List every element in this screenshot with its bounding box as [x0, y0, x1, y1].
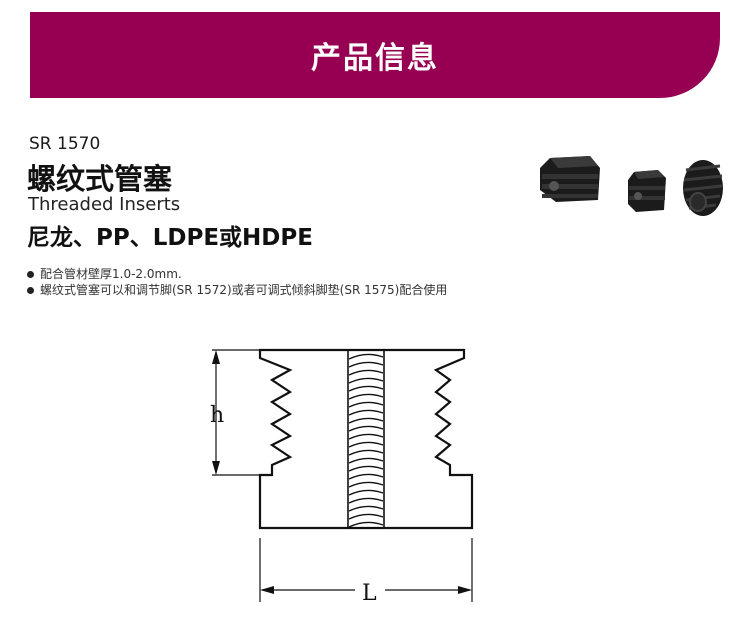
bullet-icon [27, 286, 34, 294]
thread-line [348, 369, 384, 376]
thread-line [348, 409, 384, 416]
thread-line [348, 497, 384, 504]
product-code: SR 1570 [29, 134, 101, 154]
thread-line [348, 481, 384, 488]
thread-line [348, 457, 384, 464]
thread-line [348, 425, 384, 432]
thread-line [348, 521, 384, 528]
thread-line [348, 505, 384, 512]
thread-line [348, 401, 384, 408]
bullet-text: 螺纹式管塞可以和调节脚(SR 1572)或者可调式倾斜脚垫(SR 1575)配合… [40, 283, 448, 297]
thread-line [348, 465, 384, 472]
thread-core [347, 349, 385, 529]
header-banner: 产品信息 [30, 12, 720, 98]
technical-drawing: h L [210, 348, 474, 606]
thread-line [348, 353, 384, 360]
thread-line [348, 433, 384, 440]
thread-line [348, 377, 384, 384]
thread-line [348, 489, 384, 496]
h-label: h [210, 403, 224, 428]
thread-line [348, 385, 384, 392]
product-photo [540, 156, 723, 216]
product-name-en: Threaded Inserts [28, 194, 181, 215]
list-item: 螺纹式管塞可以和调节脚(SR 1572)或者可调式倾斜脚垫(SR 1575)配合… [27, 282, 447, 298]
product-name-cn: 螺纹式管塞 [27, 162, 173, 196]
thread-line [348, 361, 384, 368]
thread-line [348, 417, 384, 424]
small-insert-image [628, 170, 666, 212]
height-dimension: h [210, 349, 272, 476]
thread-line [348, 449, 384, 456]
feature-list: 配合管材壁厚1.0-2.0mm. 螺纹式管塞可以和调节脚(SR 1572)或者可… [27, 266, 447, 298]
insert-outline [258, 348, 474, 530]
bullet-text: 配合管材壁厚1.0-2.0mm. [40, 267, 182, 281]
thread-line [348, 441, 384, 448]
thread-line [348, 393, 384, 400]
l-label: L [362, 581, 377, 606]
thread-line [348, 513, 384, 520]
length-dimension: L [259, 538, 473, 606]
round-insert-image [683, 160, 723, 216]
banner-title: 产品信息 [311, 41, 439, 76]
large-insert-image [540, 156, 600, 202]
thread-line [348, 473, 384, 480]
bullet-icon [27, 270, 34, 278]
product-material: 尼龙、PP、LDPE或HDPE [27, 225, 313, 251]
list-item: 配合管材壁厚1.0-2.0mm. [27, 266, 447, 282]
